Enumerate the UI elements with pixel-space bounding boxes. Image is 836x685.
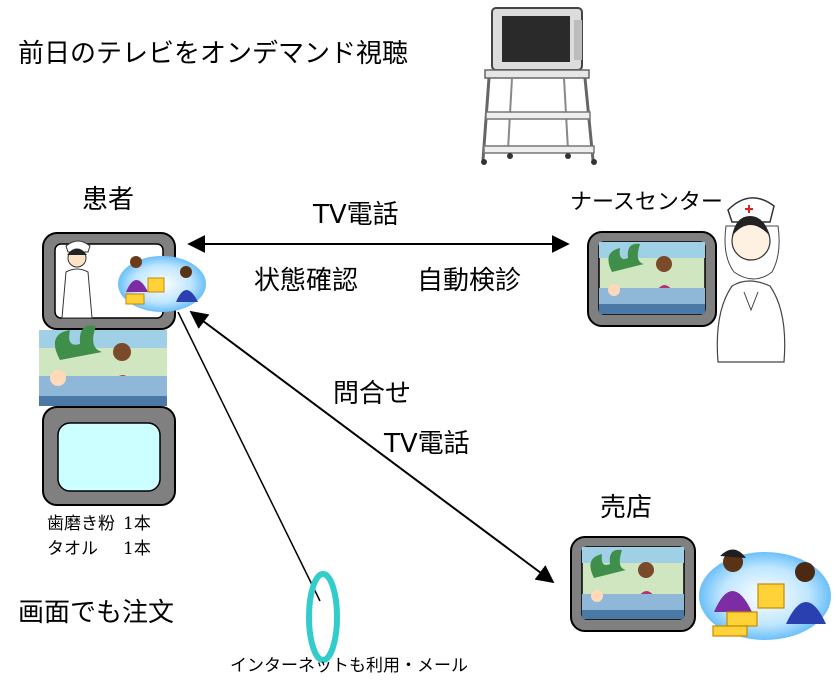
label-tv-phone-top: TV電話: [313, 200, 399, 230]
label-shop: 売店: [600, 493, 653, 523]
tv-on-cart-icon: [481, 7, 597, 165]
order-item-name: 歯磨き粉: [47, 514, 115, 534]
label-patient: 患者: [82, 185, 135, 215]
order-item-qty: 1本: [123, 539, 151, 559]
shop-monitor: [570, 536, 696, 632]
order-monitor: [42, 406, 176, 506]
arrow-patient-shop: [189, 310, 555, 584]
nurse-large-icon: [716, 197, 786, 363]
label-internet-note: インターネットも利用・メール: [230, 656, 468, 676]
label-tv-phone-bottom: TV電話: [384, 429, 470, 459]
nurse-center-monitor: [587, 231, 717, 327]
page-title: 前日のテレビをオンデマンド視聴: [18, 39, 409, 69]
line-monitor-internet: [177, 311, 321, 602]
order-item-qty: 1本: [123, 514, 151, 534]
internet-ring-icon: [306, 571, 340, 663]
hospital-bed-scene-icon: [39, 325, 167, 406]
label-screen-order: 画面でも注文: [18, 598, 175, 628]
shop-clerk-handover-icon: [118, 256, 206, 312]
label-nurse-center: ナースセンター: [570, 190, 723, 215]
label-status-check: 状態確認: [254, 266, 359, 296]
label-inquiry: 問合せ: [333, 379, 412, 409]
nurse-icon: [61, 240, 93, 319]
order-item-name: タオル: [47, 539, 98, 559]
shop-clerks-icon: [699, 549, 831, 640]
label-auto-exam: 自動検診: [417, 266, 522, 296]
